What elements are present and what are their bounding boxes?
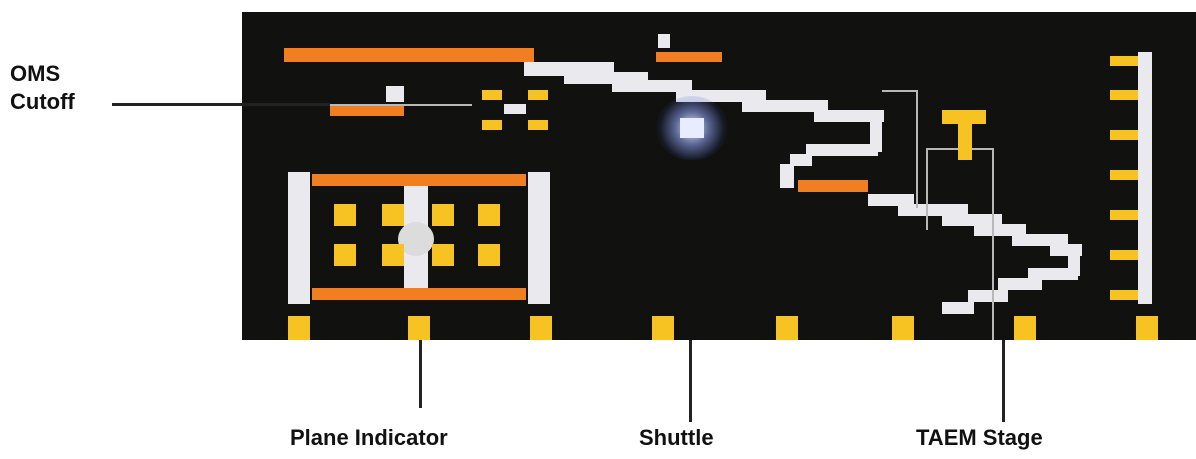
plane-indicator-bottom-bar xyxy=(312,288,526,300)
trajectory-path xyxy=(942,214,1002,226)
scale-tick xyxy=(1110,56,1138,66)
taem-bracket xyxy=(992,148,994,340)
letter-t-icon-top xyxy=(942,110,986,124)
taem-bracket xyxy=(926,148,928,230)
bottom-marker xyxy=(530,316,552,340)
plane-indicator-left-rail xyxy=(288,172,310,304)
bottom-marker xyxy=(652,316,674,340)
plane-indicator-right-rail xyxy=(528,172,550,304)
bottom-marker xyxy=(776,316,798,340)
plane-indicator-light xyxy=(432,244,454,266)
bottom-marker xyxy=(408,316,430,340)
checker-block xyxy=(482,120,502,130)
scale-tick xyxy=(1110,250,1138,260)
bottom-marker xyxy=(288,316,310,340)
plane-indicator-label: Plane Indicator xyxy=(290,425,448,450)
top-marker-orange xyxy=(656,52,722,62)
plane-indicator-light xyxy=(334,244,356,266)
bottom-marker xyxy=(892,316,914,340)
scale-tick xyxy=(1110,170,1138,180)
shuttle-label: Shuttle xyxy=(639,425,714,450)
plane-indicator-light xyxy=(334,204,356,226)
oms-cutoff-label-line2: Cutoff xyxy=(10,89,75,114)
checker-block xyxy=(528,120,548,130)
taem-stage-label: TAEM Stage xyxy=(916,425,1043,450)
trajectory-path xyxy=(998,278,1042,290)
taem-bracket xyxy=(882,90,918,92)
taem-stage-leader xyxy=(1002,340,1005,422)
checker-block xyxy=(528,90,548,100)
plane-indicator-light xyxy=(478,204,500,226)
plane-indicator-top-bar xyxy=(312,174,526,186)
trajectory-path xyxy=(790,154,812,166)
plane-indicator-light xyxy=(478,244,500,266)
shuttle-icon xyxy=(680,118,704,138)
trajectory-path xyxy=(1028,268,1078,280)
oms-cutoff-leader xyxy=(112,103,330,106)
game-screen xyxy=(242,12,1196,340)
checker-block xyxy=(504,104,526,114)
trajectory-path xyxy=(1012,234,1068,246)
trajectory-path xyxy=(898,204,968,216)
top-orange-bar xyxy=(284,48,534,62)
trajectory-orange-segment xyxy=(798,180,868,192)
trajectory-path xyxy=(868,194,914,206)
oms-cutoff-leader-inner xyxy=(330,104,472,106)
plane-indicator-light xyxy=(382,204,404,226)
plane-indicator-leader xyxy=(419,340,422,408)
letter-t-icon-stem xyxy=(958,122,972,160)
trajectory-path xyxy=(612,80,692,92)
top-marker-white xyxy=(658,34,670,48)
scale-tick xyxy=(1110,290,1138,300)
oms-cutoff-bar xyxy=(330,104,404,116)
oms-cutoff-marker xyxy=(386,86,404,102)
trajectory-path xyxy=(942,302,974,314)
right-scale-bar xyxy=(1138,52,1152,304)
oms-cutoff-label-line1: OMS xyxy=(10,61,61,86)
checker-block xyxy=(482,90,502,100)
trajectory-path xyxy=(742,100,828,112)
trajectory-path xyxy=(968,290,1008,302)
plane-indicator-hub xyxy=(398,222,434,256)
trajectory-path xyxy=(780,164,794,188)
shuttle-leader xyxy=(689,340,692,422)
scale-tick xyxy=(1110,210,1138,220)
taem-bracket xyxy=(916,90,918,208)
oms-cutoff-label: OMS Cutoff xyxy=(10,60,75,116)
trajectory-path xyxy=(806,144,878,156)
trajectory-path xyxy=(814,110,884,122)
scale-tick xyxy=(1110,130,1138,140)
bottom-marker xyxy=(1136,316,1158,340)
plane-indicator-light xyxy=(432,204,454,226)
scale-tick xyxy=(1110,90,1138,100)
trajectory-path xyxy=(870,116,882,152)
bottom-marker xyxy=(1014,316,1036,340)
trajectory-path xyxy=(974,224,1026,236)
plane-indicator-light xyxy=(382,244,404,266)
